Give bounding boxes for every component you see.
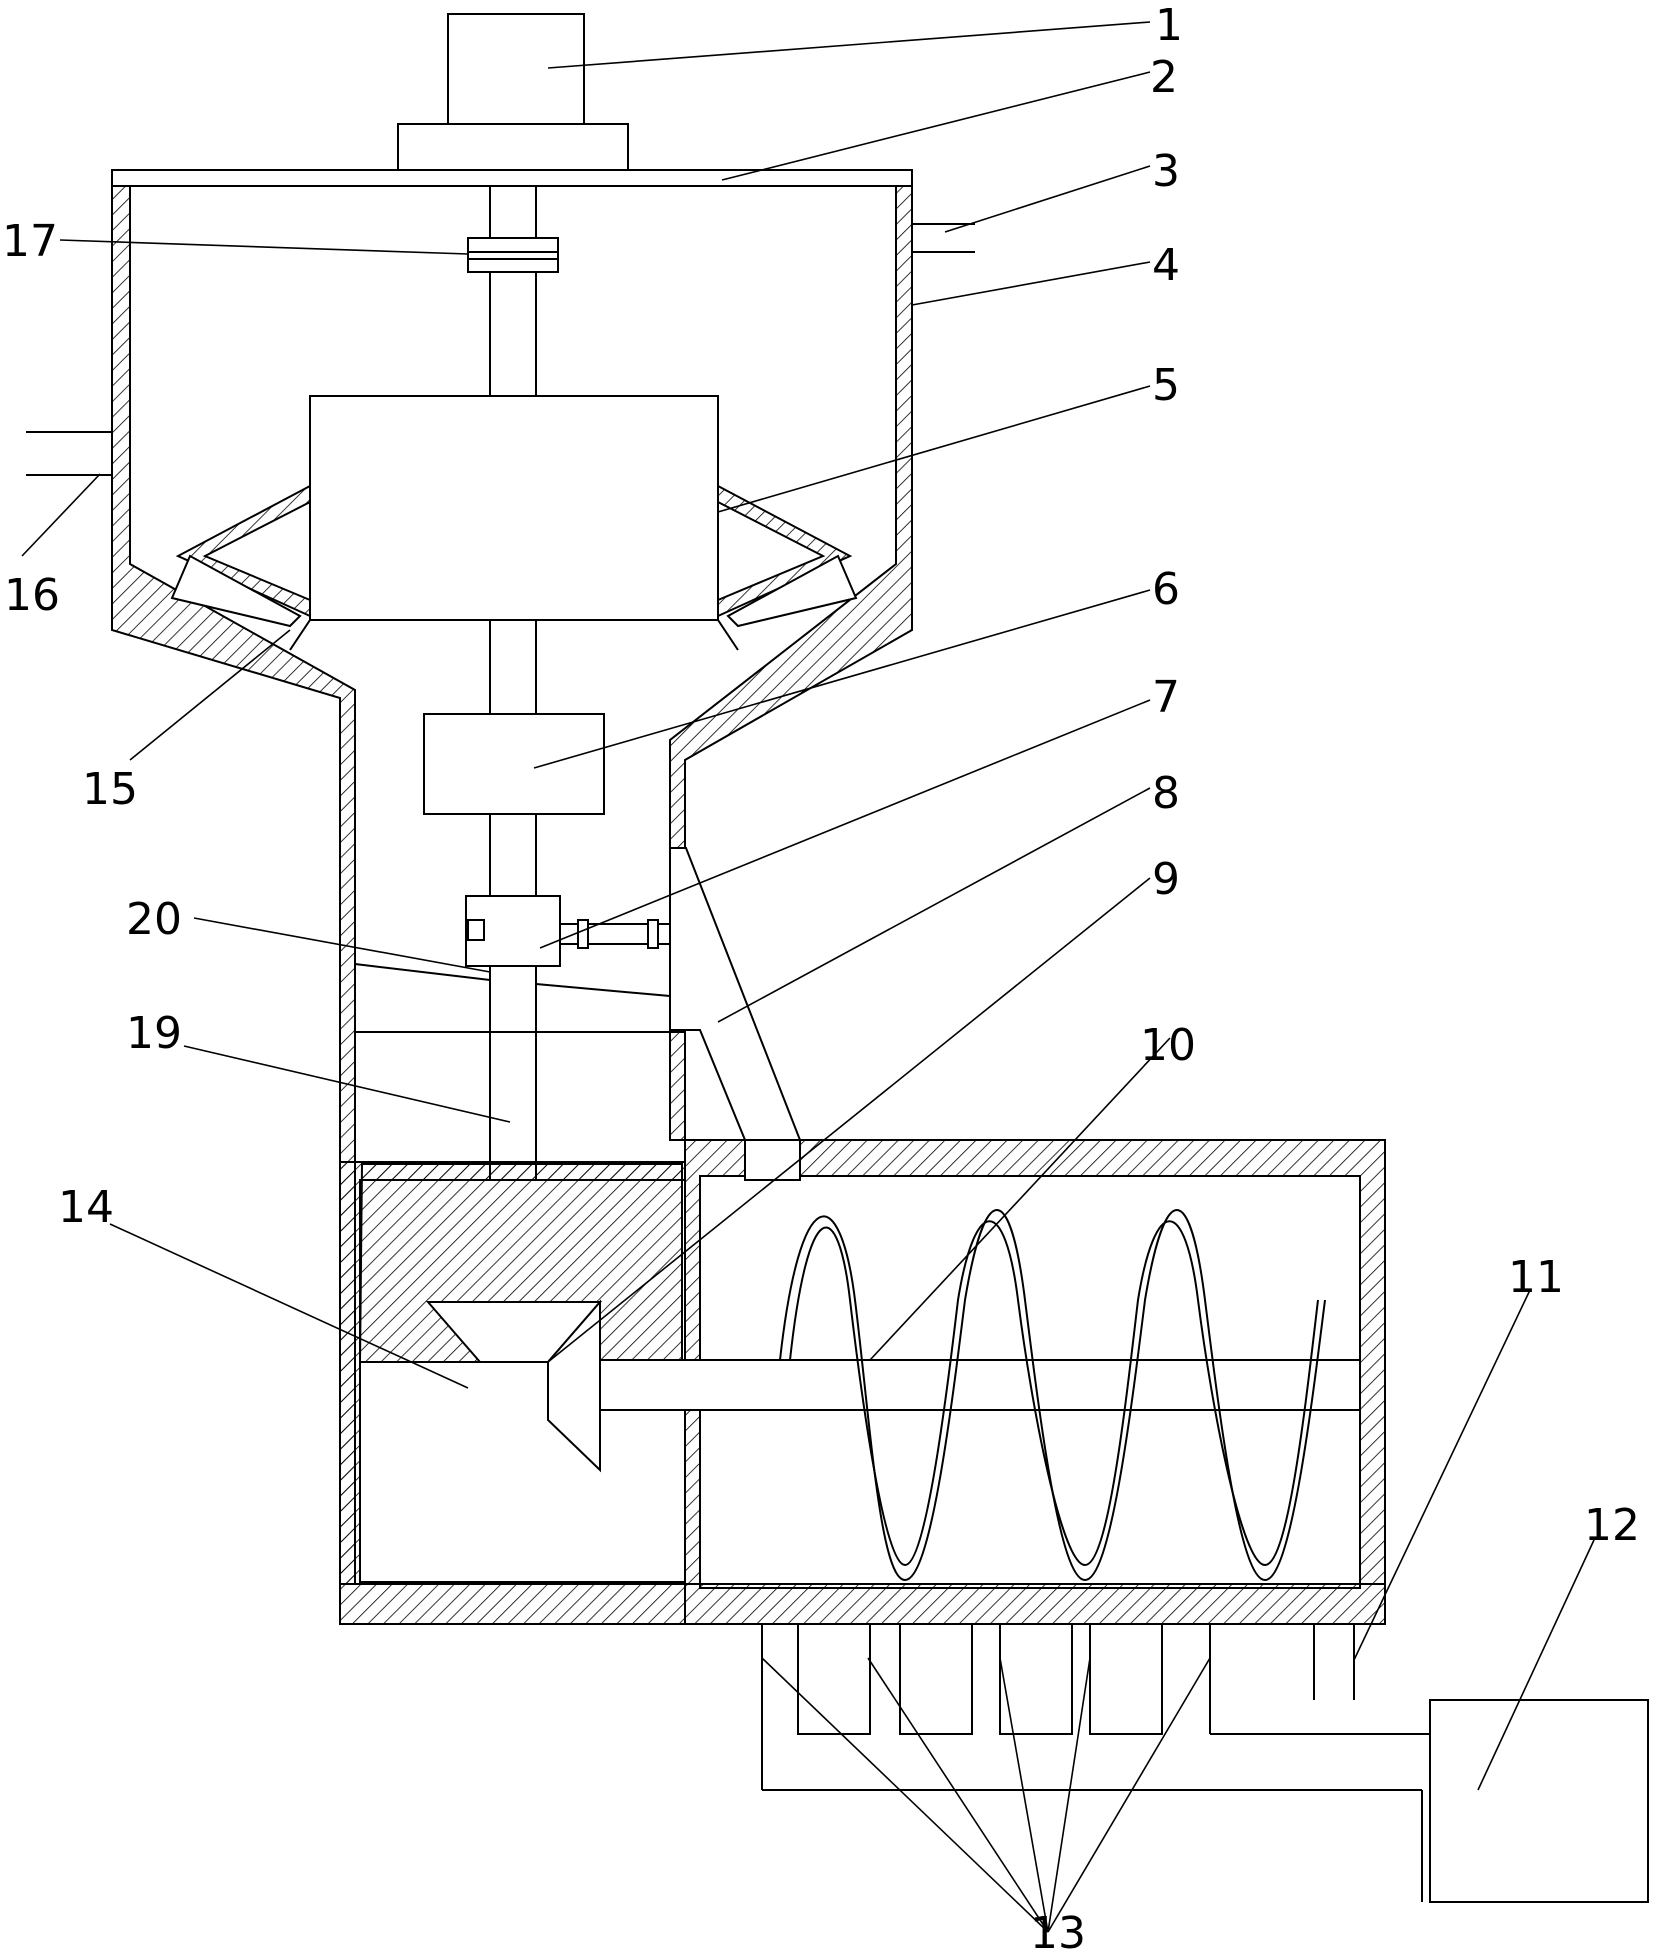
dust-collector: [1429, 1699, 1649, 1903]
conveyor-bottom-plate: [684, 1583, 1386, 1625]
outlet-duct-1: [797, 1623, 871, 1735]
screen-support-left: [170, 554, 302, 628]
base-bottom-plate: [339, 1583, 686, 1625]
screw-flight-inner: [789, 1220, 1319, 1567]
push-rod-spring-b: [647, 919, 659, 949]
label-20: 20: [126, 894, 182, 945]
label-7: 7: [1152, 672, 1180, 723]
label-9: 9: [1152, 854, 1180, 905]
sieve-plate-top-left: [354, 963, 491, 981]
label-3: 3: [1152, 146, 1180, 197]
screen-support-right: [726, 554, 858, 628]
outlet-duct-3: [999, 1623, 1073, 1735]
drum-skirt-right: [717, 619, 739, 651]
outlet-duct-4: [1089, 1623, 1163, 1735]
outlet-duct-2: [899, 1623, 973, 1735]
leader-lines: [21, 21, 1595, 1933]
crushing-drum: [309, 395, 719, 621]
drum-skirt-left: [289, 619, 311, 651]
bevel-gear-side: [547, 1299, 601, 1473]
sieve-plate-top-right: [535, 983, 671, 997]
gearbox: [423, 713, 605, 815]
label-13: 13: [1030, 1908, 1086, 1956]
label-17: 17: [2, 216, 58, 267]
clamp-hook: [467, 919, 485, 941]
label-16: 16: [4, 570, 60, 621]
label-2: 2: [1150, 52, 1178, 103]
label-15: 15: [82, 764, 138, 815]
motor: [447, 13, 585, 125]
label-10: 10: [1140, 1020, 1196, 1071]
label-8: 8: [1152, 768, 1180, 819]
label-12: 12: [1584, 1500, 1640, 1551]
label-6: 6: [1152, 564, 1180, 615]
screw-shaft: [599, 1359, 1361, 1411]
drive-shaft-upper: [489, 185, 537, 397]
shaft-clamp: [465, 895, 561, 967]
top-cover: [111, 169, 913, 187]
shaft-coupling: [467, 237, 559, 273]
label-5: 5: [1152, 360, 1180, 411]
conveyor-inlet: [744, 1139, 801, 1181]
push-rod-spring-a: [577, 919, 589, 949]
motor-base: [397, 123, 629, 171]
label-1: 1: [1155, 0, 1183, 51]
label-14: 14: [58, 1182, 114, 1233]
label-19: 19: [126, 1008, 182, 1059]
label-11: 11: [1508, 1252, 1564, 1303]
label-4: 4: [1152, 240, 1180, 291]
